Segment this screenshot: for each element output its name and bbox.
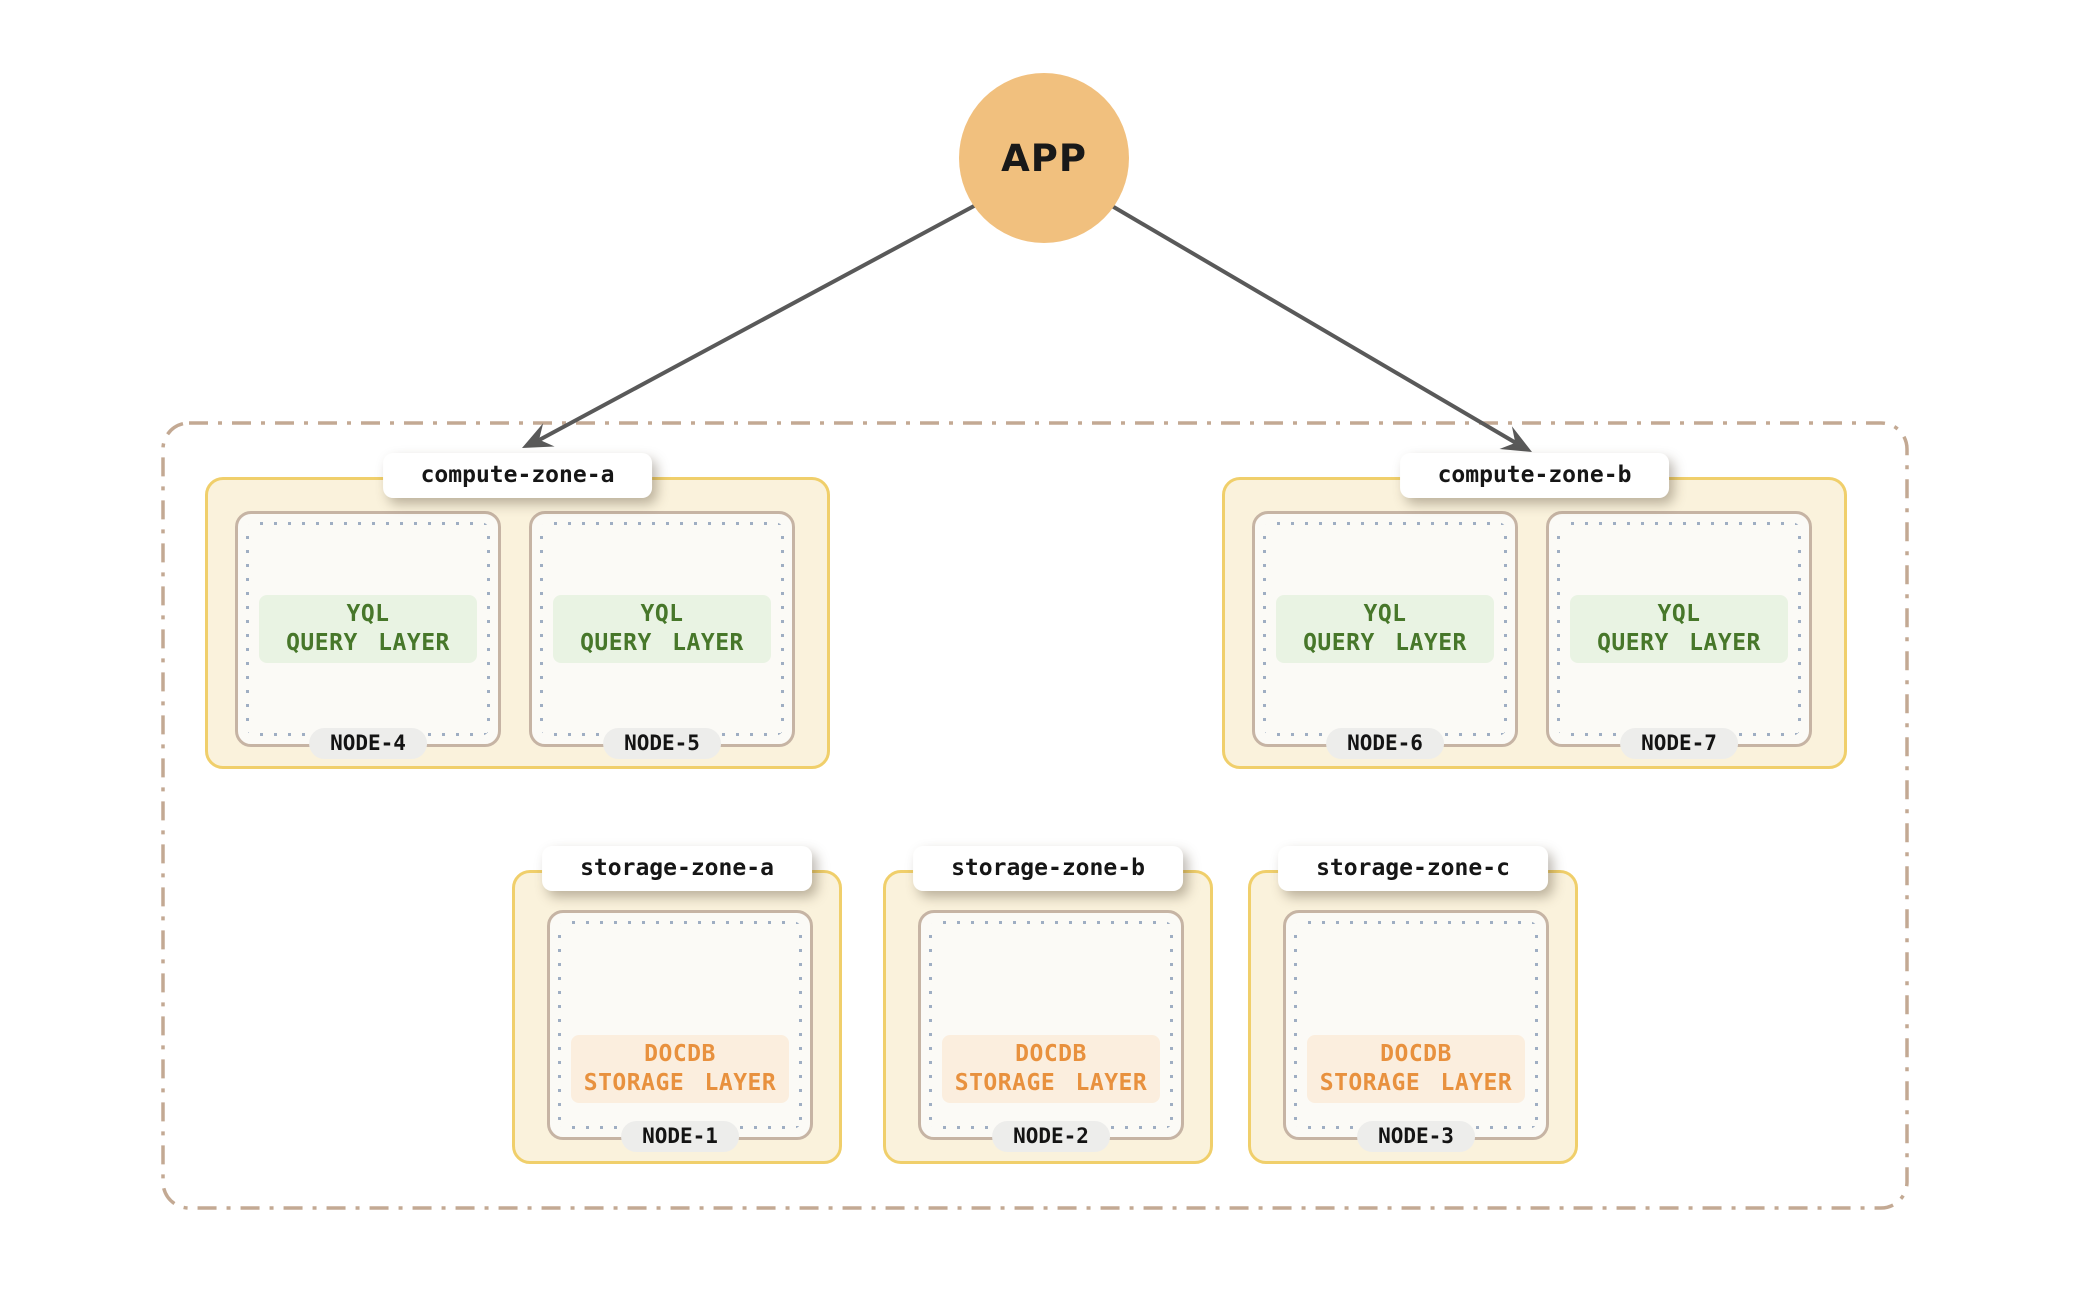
node-name-pill: NODE-1 — [621, 1121, 739, 1152]
zone-storage-b: storage-zone-b DOCDB STORAGE LAYER NODE-… — [883, 846, 1213, 1164]
layer-badge: YQL QUERY LAYER — [259, 595, 477, 663]
layer-line: QUERY LAYER — [286, 630, 450, 656]
layer-line: QUERY LAYER — [580, 630, 744, 656]
layer-line: STORAGE LAYER — [583, 1070, 777, 1096]
zone-storage-a: storage-zone-a DOCDB STORAGE LAYER NODE-… — [512, 846, 842, 1164]
layer-badge: DOCDB STORAGE LAYER — [1307, 1035, 1525, 1103]
node-card: DOCDB STORAGE LAYER NODE-2 — [918, 910, 1184, 1152]
layer-line: YQL — [640, 601, 684, 627]
zone-label: storage-zone-a — [542, 846, 812, 891]
layer-line: YQL — [1363, 601, 1407, 627]
zone-compute-a: compute-zone-a YQL QUERY LAYER NODE-4 YQ… — [205, 453, 830, 769]
layer-line: DOCDB — [644, 1041, 716, 1067]
node-name-pill: NODE-4 — [309, 728, 427, 759]
arrowhead-right-icon — [1499, 426, 1532, 452]
node-name-pill: NODE-3 — [1357, 1121, 1475, 1152]
node-name-pill: NODE-6 — [1326, 728, 1444, 759]
app-to-compute-a-arrow — [539, 204, 976, 441]
zone-storage-c: storage-zone-c DOCDB STORAGE LAYER NODE-… — [1248, 846, 1578, 1164]
zone-label: storage-zone-b — [913, 846, 1183, 891]
node-name-pill: NODE-2 — [992, 1121, 1110, 1152]
layer-badge: YQL QUERY LAYER — [1570, 595, 1788, 663]
layer-line: DOCDB — [1015, 1041, 1087, 1067]
app-to-compute-b-arrow — [1110, 204, 1518, 445]
layer-line: QUERY LAYER — [1597, 630, 1761, 656]
layer-line: DOCDB — [1380, 1041, 1452, 1067]
layer-badge: DOCDB STORAGE LAYER — [942, 1035, 1160, 1103]
node-name-pill: NODE-5 — [603, 728, 721, 759]
node-card: YQL QUERY LAYER NODE-6 — [1252, 511, 1518, 759]
arrowhead-left-icon — [522, 423, 555, 448]
node-card: DOCDB STORAGE LAYER NODE-3 — [1283, 910, 1549, 1152]
node-card: YQL QUERY LAYER NODE-4 — [235, 511, 501, 759]
layer-line: QUERY LAYER — [1303, 630, 1467, 656]
node-card: DOCDB STORAGE LAYER NODE-1 — [547, 910, 813, 1152]
layer-badge: YQL QUERY LAYER — [1276, 595, 1494, 663]
layer-line: STORAGE LAYER — [954, 1070, 1148, 1096]
node-card: YQL QUERY LAYER NODE-7 — [1546, 511, 1812, 759]
node-card: YQL QUERY LAYER NODE-5 — [529, 511, 795, 759]
zone-label: compute-zone-a — [382, 453, 653, 498]
layer-line: YQL — [1657, 601, 1701, 627]
layer-line: YQL — [346, 601, 390, 627]
node-name-pill: NODE-7 — [1620, 728, 1738, 759]
layer-line: STORAGE LAYER — [1319, 1070, 1513, 1096]
app-label: APP — [1001, 136, 1087, 180]
zone-label: storage-zone-c — [1278, 846, 1548, 891]
layer-badge: YQL QUERY LAYER — [553, 595, 771, 663]
layer-badge: DOCDB STORAGE LAYER — [571, 1035, 789, 1103]
cluster-boundary — [161, 421, 1909, 1210]
zone-compute-b: compute-zone-b YQL QUERY LAYER NODE-6 YQ… — [1222, 453, 1847, 769]
app-node: APP — [959, 73, 1129, 243]
zone-label: compute-zone-b — [1399, 453, 1670, 498]
